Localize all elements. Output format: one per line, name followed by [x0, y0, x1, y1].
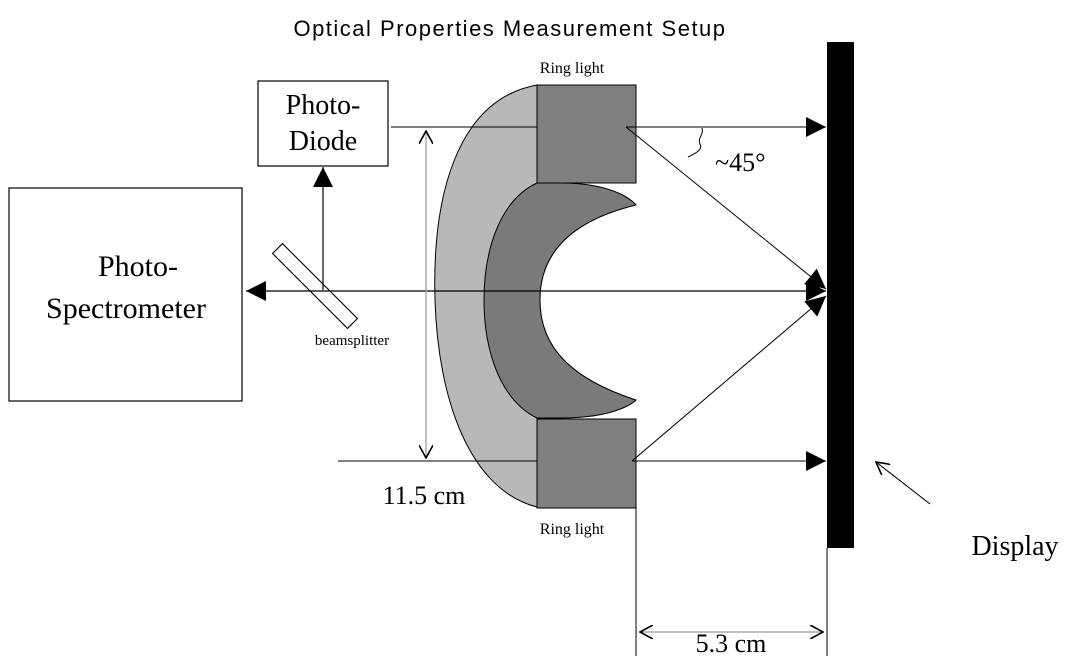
diagram-title: Optical Properties Measurement Setup	[293, 16, 726, 41]
beamsplitter	[271, 242, 359, 330]
ring-light-top-label: Ring light	[540, 60, 605, 77]
photodiode-label-line2: Diode	[289, 126, 357, 157]
diagonal-ray-bottom	[631, 295, 827, 462]
display-panel	[827, 42, 854, 548]
ring-light-bottom-label: Ring light	[540, 521, 605, 538]
beamsplitter-label: beamsplitter	[315, 333, 389, 349]
display-pointer	[876, 462, 931, 505]
photodiode-box: Photo- Diode	[257, 80, 389, 167]
distance-label: 5.3 cm	[696, 629, 767, 656]
diagonal-ray-top	[625, 126, 827, 290]
spectrometer-label-line2: Spectrometer	[46, 292, 206, 325]
diameter-label: 11.5 cm	[383, 481, 466, 510]
angle-label: ~45°	[715, 148, 765, 177]
photodiode-label-line1: Photo-	[286, 90, 361, 121]
spectrometer-label-line1: Photo-	[98, 250, 178, 283]
ring-light-top-block	[536, 84, 637, 184]
ring-light-bottom-block	[536, 418, 637, 509]
spectrometer-box: Photo- Spectrometer	[8, 187, 243, 402]
display-label: Display	[971, 531, 1058, 562]
angle-arc	[687, 127, 703, 158]
